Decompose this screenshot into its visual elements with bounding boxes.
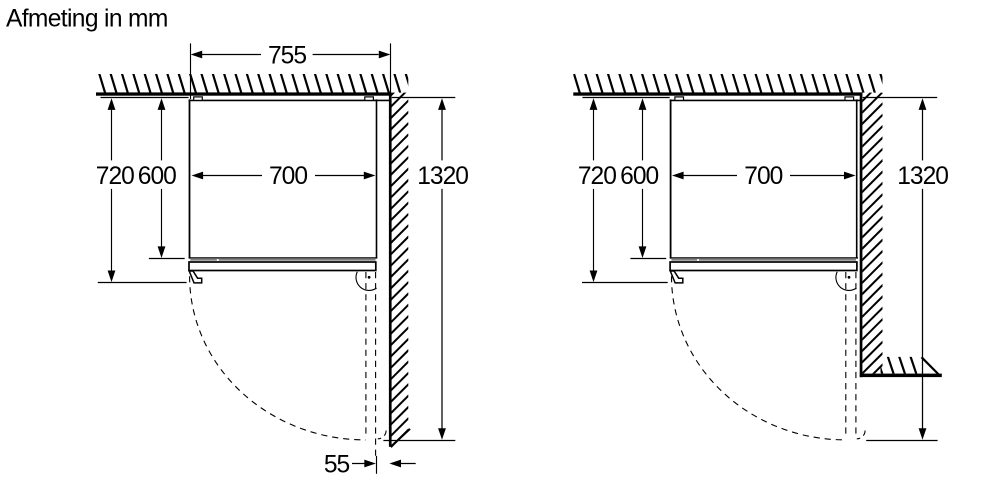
svg-text:700: 700 (269, 163, 307, 190)
svg-text:1320: 1320 (417, 163, 468, 190)
svg-text:Afmeting in mm: Afmeting in mm (6, 5, 168, 32)
svg-text:55: 55 (324, 452, 350, 479)
svg-text:755: 755 (268, 42, 306, 69)
svg-text:700: 700 (744, 163, 782, 190)
svg-text:720: 720 (578, 163, 616, 190)
svg-text:600: 600 (620, 163, 658, 190)
svg-text:720: 720 (96, 163, 134, 190)
svg-text:1320: 1320 (897, 163, 948, 190)
svg-text:600: 600 (138, 163, 176, 190)
